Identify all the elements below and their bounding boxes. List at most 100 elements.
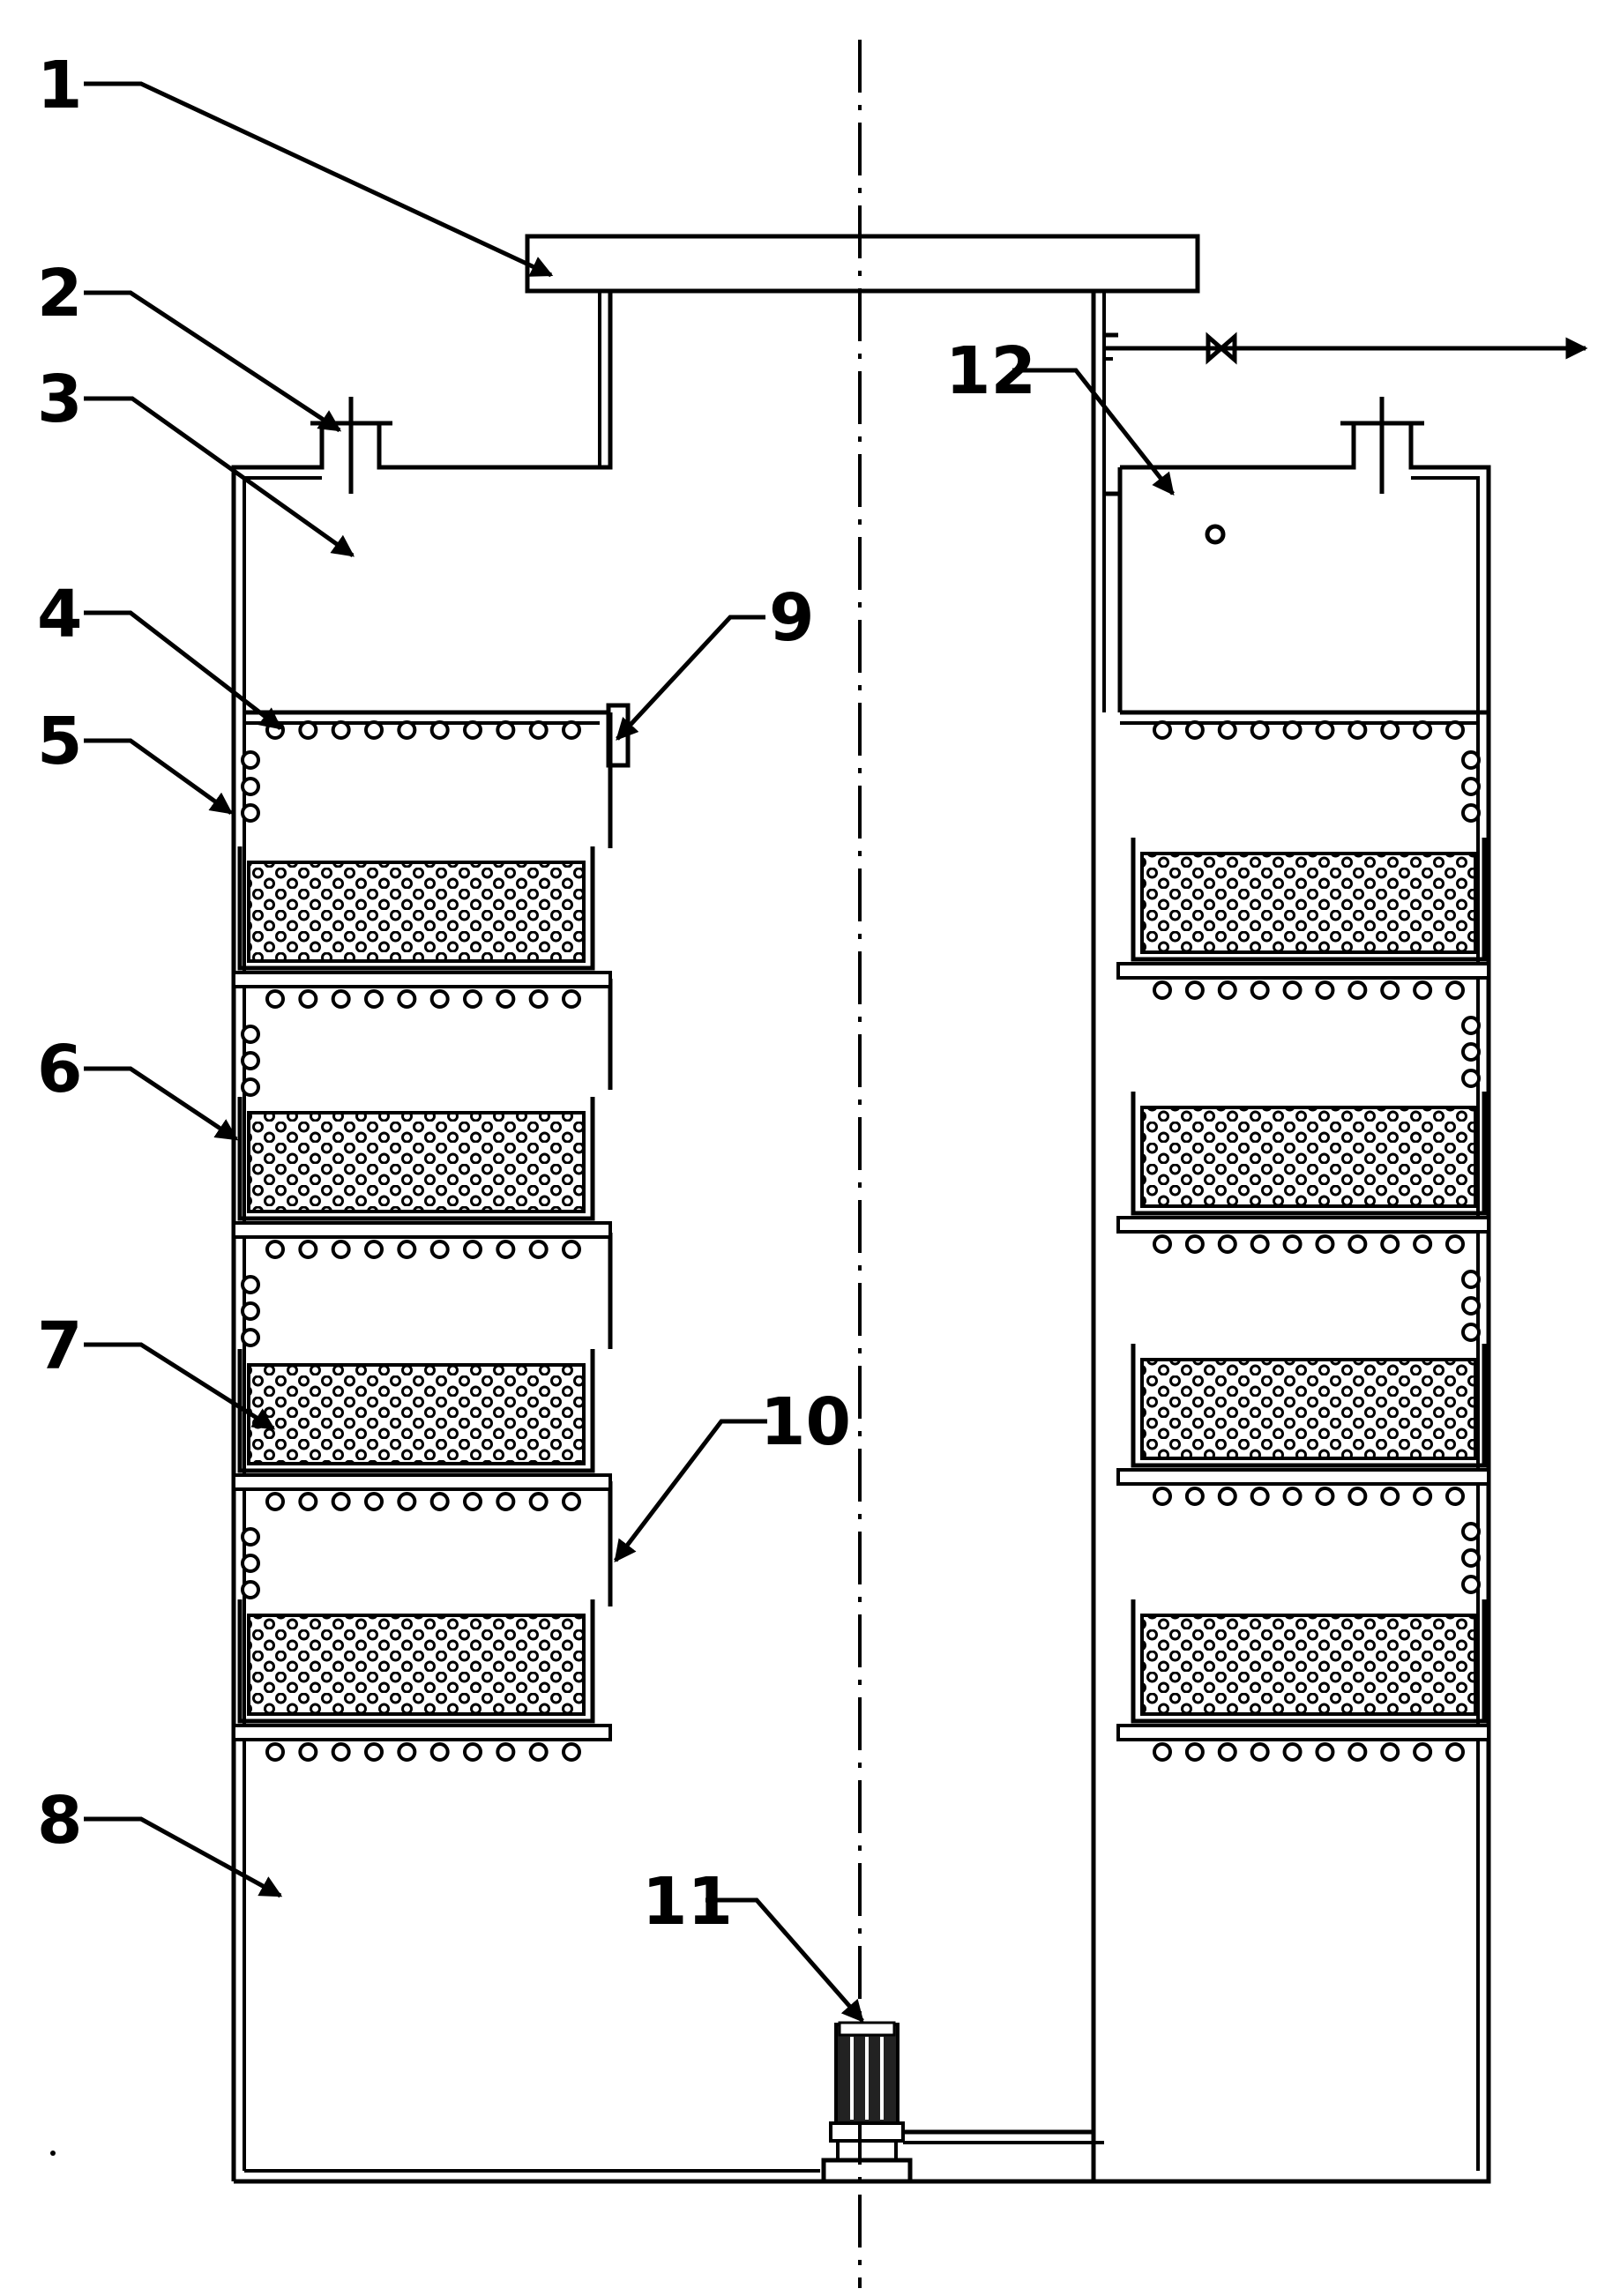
wall-coil bbox=[1461, 1296, 1481, 1316]
support-tray bbox=[232, 971, 612, 988]
pipe-coil bbox=[1413, 980, 1433, 1000]
pipe-coil bbox=[1315, 720, 1335, 740]
pipe-coil bbox=[397, 1742, 417, 1762]
pipe-coil bbox=[1250, 720, 1270, 740]
pipe-coil bbox=[496, 1742, 516, 1762]
pipe-coil bbox=[562, 1492, 581, 1511]
pipe-coil bbox=[1250, 1234, 1270, 1254]
pipe-coil bbox=[496, 720, 516, 740]
pipe-coil bbox=[1217, 720, 1237, 740]
pipe-coil bbox=[1153, 1234, 1172, 1254]
wall-coil bbox=[1461, 777, 1481, 796]
support-tray bbox=[1116, 962, 1490, 980]
packing-bed-basket bbox=[1131, 838, 1487, 962]
pipe-coil bbox=[397, 989, 417, 1009]
pump bbox=[821, 2021, 1104, 2184]
pipe-coil bbox=[331, 1742, 351, 1762]
pipe-coil bbox=[562, 720, 581, 740]
pipe-coil bbox=[1380, 980, 1400, 1000]
dot-mark bbox=[50, 2151, 56, 2156]
pipe-coil bbox=[1153, 980, 1172, 1000]
pipe-coil bbox=[298, 1240, 318, 1259]
pipe-coil bbox=[265, 989, 285, 1009]
pipe-coil bbox=[496, 1240, 516, 1259]
pipe-coil bbox=[1282, 1234, 1303, 1254]
wall-coil bbox=[1461, 803, 1481, 823]
pipe-coil bbox=[562, 1742, 581, 1762]
packing-bed bbox=[247, 1614, 586, 1716]
pipe-coil bbox=[528, 1492, 549, 1511]
support-tray bbox=[232, 1473, 612, 1491]
pipe-coil bbox=[298, 720, 318, 740]
pipe-coil bbox=[265, 1492, 285, 1511]
wall-coil bbox=[241, 1527, 260, 1547]
pipe-coil bbox=[1347, 1742, 1368, 1762]
wall-coil bbox=[1461, 1069, 1481, 1088]
pipe-coil bbox=[1347, 980, 1368, 1000]
pipe-coil bbox=[463, 989, 482, 1009]
callout-7: 7 bbox=[37, 1308, 83, 1384]
pipe-coil bbox=[528, 1240, 549, 1259]
pipe-coil bbox=[265, 1240, 285, 1259]
support-tray bbox=[1116, 1724, 1490, 1741]
callout-6: 6 bbox=[37, 1032, 83, 1107]
pipe-coil bbox=[298, 1492, 318, 1511]
pipe-coil bbox=[1153, 720, 1172, 740]
pipe-coil bbox=[463, 1492, 482, 1511]
packing-bed-basket bbox=[1131, 1092, 1487, 1216]
packing-bed bbox=[247, 1111, 586, 1213]
pipe-coil bbox=[528, 1742, 549, 1762]
pipe-coil bbox=[364, 1742, 384, 1762]
pipe-coil bbox=[1413, 1234, 1433, 1254]
packing-bed-basket bbox=[237, 846, 595, 971]
wall-coil bbox=[241, 1077, 260, 1097]
pipe-coil bbox=[1184, 720, 1205, 740]
pipe-coil bbox=[298, 1742, 318, 1762]
callout-12: 12 bbox=[945, 333, 1036, 409]
packing-bed-basket bbox=[1131, 1599, 1487, 1724]
wall-coil bbox=[241, 1580, 260, 1599]
leader-lines bbox=[84, 81, 1175, 2023]
wall-coil bbox=[1461, 1522, 1481, 1541]
wall-coil bbox=[241, 803, 260, 823]
pipe-coil bbox=[397, 1492, 417, 1511]
wall-coil bbox=[241, 777, 260, 796]
callout-9: 9 bbox=[769, 580, 815, 656]
pipe-coil bbox=[1347, 720, 1368, 740]
pipe-coil bbox=[1250, 980, 1270, 1000]
pipe-coil bbox=[1347, 1234, 1368, 1254]
callout-10: 10 bbox=[760, 1384, 851, 1460]
pipe-coil bbox=[364, 1240, 384, 1259]
pipe-coil bbox=[364, 989, 384, 1009]
packing-bed bbox=[247, 861, 586, 963]
callout-1: 1 bbox=[37, 48, 83, 123]
pipe-coil bbox=[1315, 1234, 1335, 1254]
pipe-coil bbox=[1315, 1487, 1335, 1506]
pipe-coil bbox=[397, 1240, 417, 1259]
pipe-coil bbox=[1380, 720, 1400, 740]
support-tray bbox=[1116, 1216, 1490, 1234]
pipe-coil bbox=[1413, 1742, 1433, 1762]
pipe-coil bbox=[463, 1240, 482, 1259]
pipe-coil bbox=[364, 1492, 384, 1511]
pipe-coil bbox=[265, 1742, 285, 1762]
pipe-coil bbox=[1153, 1487, 1172, 1506]
packing-bed-basket bbox=[237, 1097, 595, 1221]
wall-coil bbox=[1461, 1323, 1481, 1342]
pipe-coil bbox=[364, 720, 384, 740]
wall-coil bbox=[241, 750, 260, 770]
pipe-coil bbox=[1413, 1487, 1433, 1506]
pipe-coil bbox=[1217, 980, 1237, 1000]
pipe-coil bbox=[1315, 1742, 1335, 1762]
pipe-coil bbox=[429, 720, 450, 740]
pipe-coil bbox=[1347, 1487, 1368, 1506]
wall-coil bbox=[1461, 1575, 1481, 1594]
wall-coil bbox=[241, 1328, 260, 1347]
wall-coil bbox=[1461, 1042, 1481, 1062]
pipe-coil bbox=[298, 989, 318, 1009]
pipe-coil bbox=[496, 1492, 516, 1511]
pipe-coil bbox=[1282, 980, 1303, 1000]
pipe-coil bbox=[1413, 720, 1433, 740]
packing-bed bbox=[1140, 1614, 1477, 1716]
